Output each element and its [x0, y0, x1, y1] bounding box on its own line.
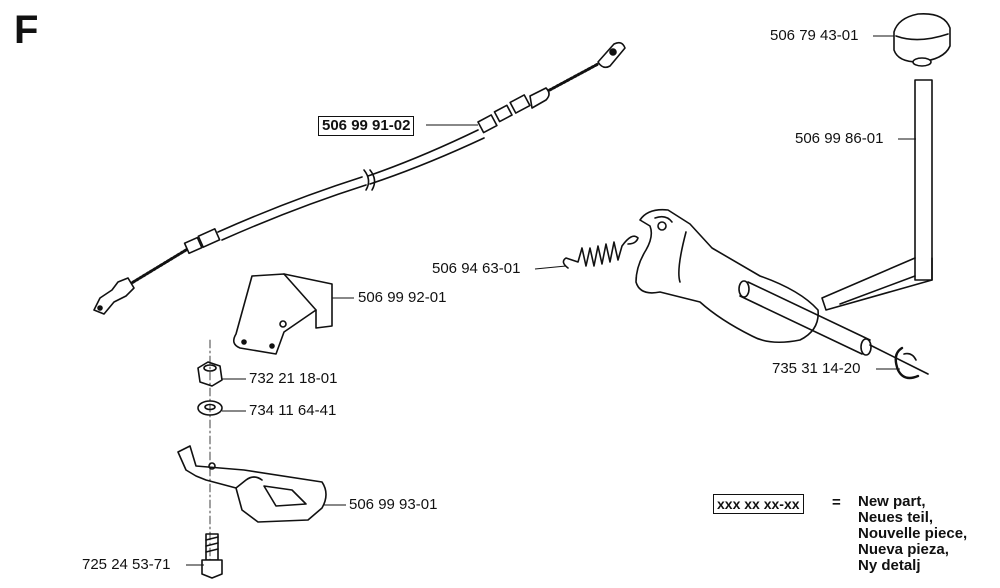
legend-line: Ny detalj	[858, 557, 921, 574]
part-label-nut: 732 21 18-01	[249, 370, 338, 387]
part-label-rod: 506 99 86-01	[795, 130, 884, 147]
part-label-spring: 506 94 63-01	[432, 260, 521, 277]
knob-and-rod	[821, 12, 951, 311]
part-label-knob: 506 79 43-01	[770, 27, 859, 44]
legend-line: Neues teil,	[858, 509, 934, 526]
part-label-bracket: 506 99 92-01	[358, 289, 447, 306]
e-clip	[894, 346, 920, 380]
bolt	[201, 533, 223, 579]
part-label-cable: 506 99 91-02	[318, 116, 415, 136]
legend-equals: =	[832, 494, 841, 511]
legend-line: New part,	[858, 493, 926, 510]
part-label-lever-plate: 506 99 93-01	[349, 496, 438, 513]
part-label-clip: 735 31 14-20	[772, 360, 861, 377]
spring	[562, 235, 639, 269]
lever-shaft-assembly	[635, 208, 929, 375]
section-letter: F	[14, 8, 39, 52]
part-label-bolt: 725 24 53-71	[82, 556, 171, 573]
lever-plate	[177, 445, 327, 523]
legend-text: New part, Neues teil, Nouvelle piece, Nu…	[858, 494, 967, 574]
legend-line: Nueva pieza,	[858, 541, 949, 558]
legend-line: Nouvelle piece,	[858, 525, 968, 542]
part-label-washer: 734 11 64-41	[249, 402, 337, 419]
bracket	[232, 273, 333, 355]
legend-code-box: xxx xx xx-xx	[713, 494, 804, 514]
cable-assembly	[93, 41, 626, 315]
